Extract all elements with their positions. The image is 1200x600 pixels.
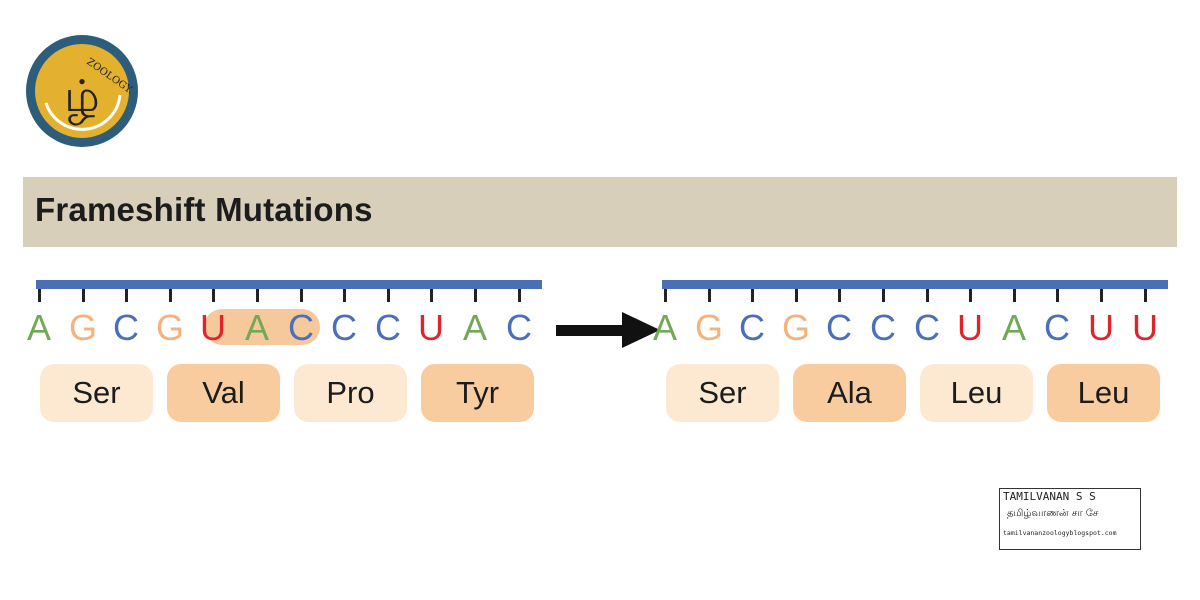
backbone-tick — [1013, 289, 1016, 302]
backbone-tick — [169, 289, 172, 302]
backbone-tick — [1144, 289, 1147, 302]
backbone-tick — [1100, 289, 1103, 302]
backbone-tick — [1056, 289, 1059, 302]
backbone-tick — [969, 289, 972, 302]
backbone-tick — [387, 289, 390, 302]
amino-acid-codon: Ala — [793, 364, 906, 422]
amino-acid-codon: Leu — [920, 364, 1033, 422]
signature-border — [1000, 488, 1140, 489]
amino-acid-codon: Val — [167, 364, 280, 422]
nucleotide-A: A — [26, 307, 51, 348]
logo-glyph: ழ் — [64, 71, 99, 126]
backbone-tick — [838, 289, 841, 302]
signature-name: TAMILVANAN S S — [1003, 490, 1096, 503]
nucleotide-U: U — [1088, 307, 1114, 348]
nucleotide-C: C — [870, 307, 896, 348]
backbone-tick — [430, 289, 433, 302]
right-arrow-icon — [556, 310, 660, 350]
backbone-tick — [795, 289, 798, 302]
zoology-logo-icon: ZOOLOGY. ழ் — [26, 35, 138, 147]
amino-acid-codon: Pro — [294, 364, 407, 422]
backbone-tick — [882, 289, 885, 302]
backbone-tick — [926, 289, 929, 302]
signature-border — [1000, 549, 1140, 550]
zoology-logo: ZOOLOGY. ழ் — [24, 33, 140, 149]
backbone-tick — [474, 289, 477, 302]
backbone-tick — [212, 289, 215, 302]
nucleotide-C: C — [739, 307, 765, 348]
backbone-tick — [82, 289, 85, 302]
nucleotide-U: U — [1132, 307, 1158, 348]
nucleotide-U: U — [957, 307, 983, 348]
mutation-highlight — [204, 309, 320, 345]
nucleotide-C: C — [113, 307, 139, 348]
backbone-tick — [256, 289, 259, 302]
signature-box: TAMILVANAN S S தமிழ்வாணன் சா சே tamilvan… — [999, 488, 1141, 550]
nucleotide-C: C — [288, 307, 314, 348]
backbone-tick — [300, 289, 303, 302]
backbone-tick — [518, 289, 521, 302]
amino-acid-codon: Ser — [666, 364, 779, 422]
page-title: Frameshift Mutations — [35, 191, 373, 228]
nucleotide-C: C — [914, 307, 940, 348]
nucleotide-A: A — [1001, 307, 1026, 348]
nucleotide-C: C — [1044, 307, 1070, 348]
nucleotide-U: U — [418, 307, 444, 348]
nucleotide-G: G — [155, 307, 184, 348]
nucleotide-C: C — [331, 307, 357, 348]
rna-backbone — [662, 280, 1168, 289]
backbone-tick — [751, 289, 754, 302]
backbone-tick — [343, 289, 346, 302]
nucleotide-A: A — [244, 307, 269, 348]
nucleotide-A: A — [462, 307, 487, 348]
nucleotide-G: G — [781, 307, 810, 348]
nucleotide-G: G — [694, 307, 723, 348]
backbone-tick — [125, 289, 128, 302]
backbone-tick — [708, 289, 711, 302]
nucleotide-C: C — [375, 307, 401, 348]
nucleotide-G: G — [68, 307, 97, 348]
signature-url: tamilvananzoologyblogspot.com — [1003, 529, 1117, 537]
backbone-tick — [38, 289, 41, 302]
nucleotide-C: C — [826, 307, 852, 348]
title-bar: Frameshift Mutations — [23, 177, 1177, 247]
nucleotide-C: C — [506, 307, 532, 348]
amino-acid-codon: Leu — [1047, 364, 1160, 422]
backbone-tick — [664, 289, 667, 302]
nucleotide-U: U — [200, 307, 226, 348]
rna-backbone — [36, 280, 542, 289]
amino-acid-codon: Ser — [40, 364, 153, 422]
amino-acid-codon: Tyr — [421, 364, 534, 422]
nucleotide-A: A — [652, 307, 677, 348]
signature-tamil: தமிழ்வாணன் சா சே — [1007, 508, 1099, 519]
